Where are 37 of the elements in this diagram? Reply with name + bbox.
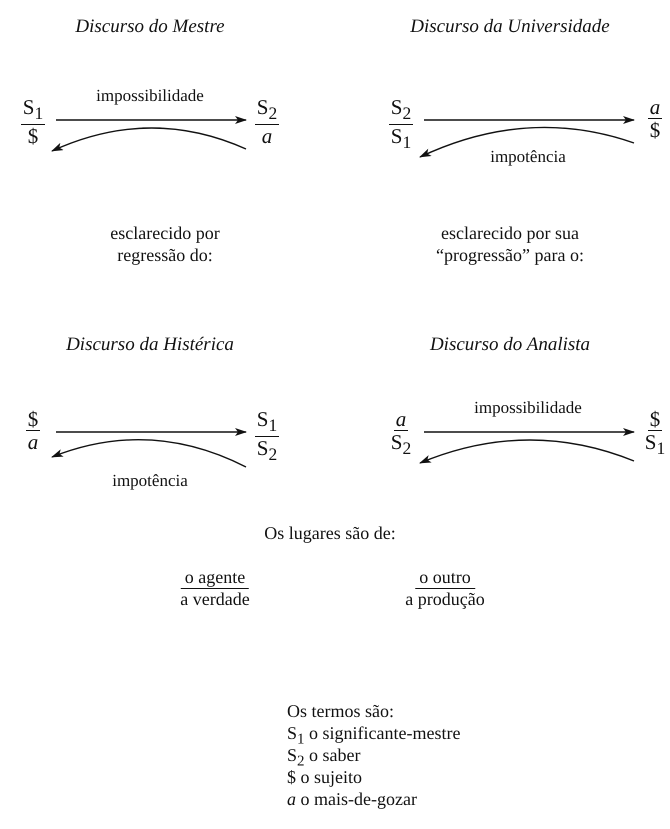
denominator-term: $ (648, 119, 662, 141)
denominator-term: $ (26, 125, 40, 148)
discourse-title: Discurso da Histérica (66, 334, 234, 356)
caption-text: esclarecido por sua “progressão” para o: (435, 222, 585, 266)
caption-text: esclarecido por regressão do: (109, 222, 221, 266)
arrow (51, 439, 246, 468)
numerator-term: a (648, 96, 662, 119)
term-definition: a o mais-de-gozar (287, 788, 417, 810)
arrow (419, 126, 634, 158)
discourse-title: Discurso do Mestre (75, 16, 225, 38)
arrow (419, 439, 634, 464)
numerator-term: S$_{2}$ (388, 96, 414, 126)
term-definition: Os termos são: (287, 700, 394, 722)
discourse-title: Discurso do Analista (430, 334, 590, 356)
arrow (424, 116, 635, 124)
arrow (51, 127, 246, 152)
denominator-term: S$_{2}$ (256, 437, 278, 466)
numerator-term: a (394, 408, 408, 431)
numerator-term: S$_{1}$ (20, 96, 46, 126)
numerator-term: S$_{2}$ (254, 96, 280, 126)
discourse-title: Discurso da Universidade (410, 16, 610, 38)
arrow (56, 116, 247, 124)
denominator-term: a (26, 431, 40, 453)
denominator-term: S$_{1}$ (644, 431, 666, 460)
numerator-term: $ (648, 408, 662, 431)
arrow (424, 428, 635, 436)
place-name: o agente (180, 566, 250, 589)
place-name: a verdade (179, 588, 251, 610)
denominator-term: a (260, 125, 274, 148)
numerator-term: $ (26, 408, 40, 431)
denominator-term: S$_{1}$ (390, 125, 412, 154)
numerator-term: S$_{1}$ (254, 408, 280, 438)
place-name: a produção (404, 588, 486, 610)
caption-text: Os lugares são de: (263, 522, 397, 544)
place-name: o outro (415, 566, 475, 589)
denominator-term: S$_{2}$ (390, 431, 412, 460)
arrow (56, 428, 247, 436)
